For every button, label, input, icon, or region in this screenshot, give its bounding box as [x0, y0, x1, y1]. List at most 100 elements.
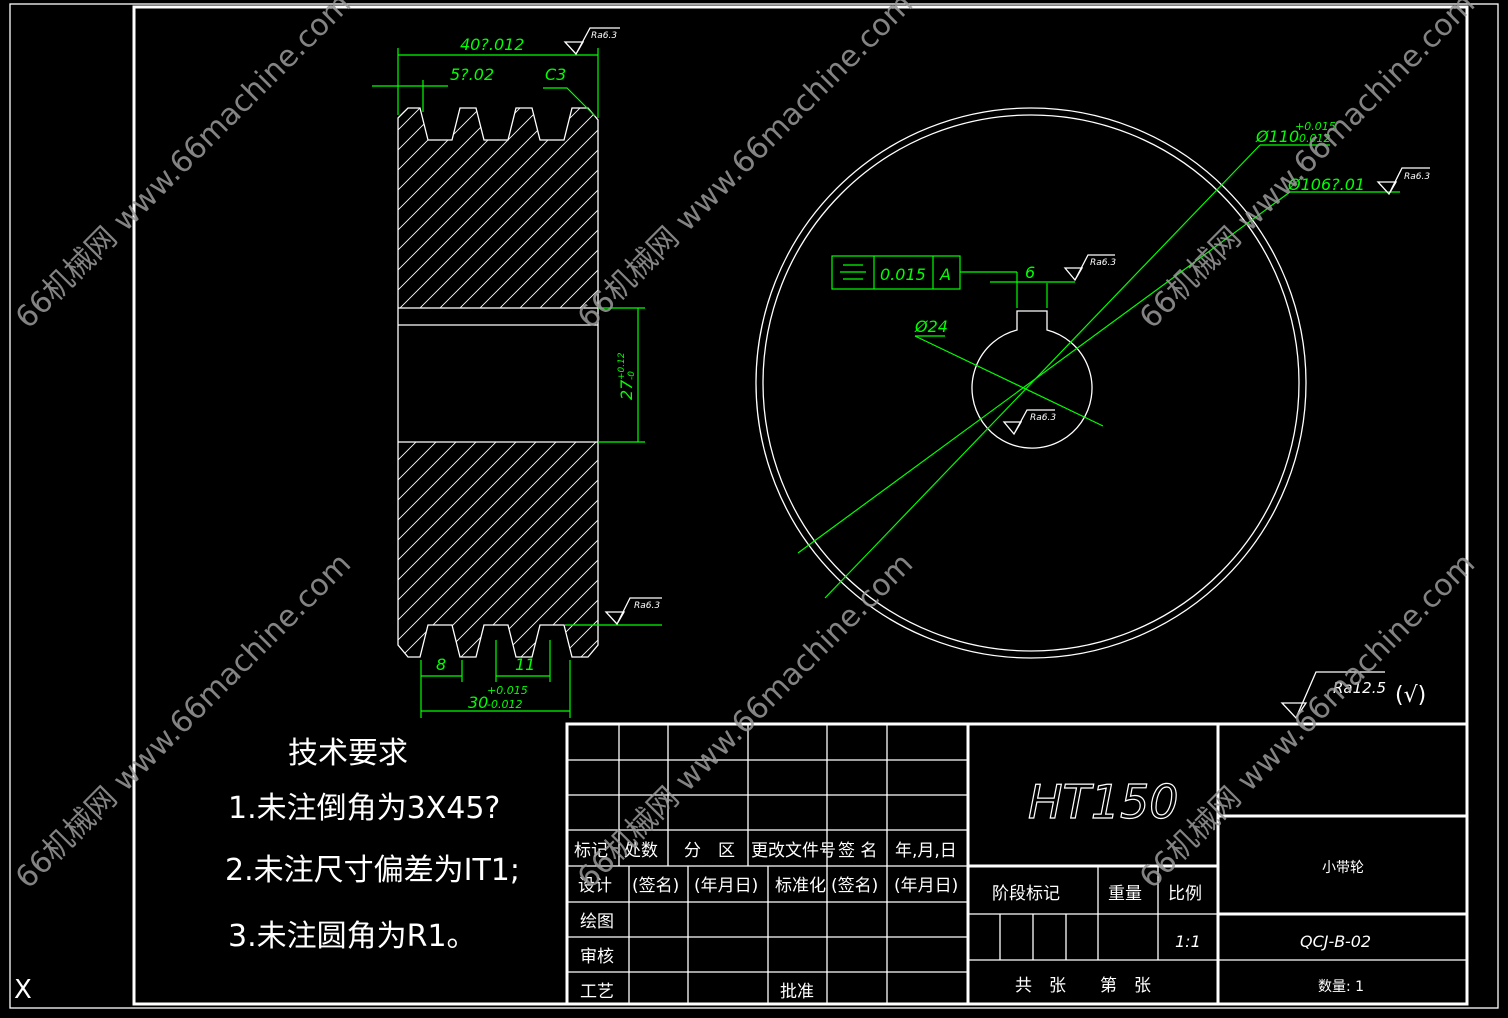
- hatch-line: [577, 442, 598, 657]
- hatch-line: [398, 442, 439, 657]
- dim-outer-dia: Ø110: [1255, 127, 1299, 146]
- hatch-line: [477, 108, 598, 308]
- hatch-line: [398, 108, 429, 308]
- tb-design: 设计: [578, 876, 612, 896]
- hatch-line: [138, 440, 358, 660]
- watermark: 66机械网 www.66machine.com: [571, 0, 920, 336]
- hatch-line: [437, 108, 598, 308]
- dim-groove-span-up: +0.015: [487, 684, 528, 697]
- dim-groove-span: 30: [468, 693, 488, 712]
- hatch-line: [457, 442, 598, 657]
- tb-std-date: (年月日): [894, 876, 958, 896]
- tb-process: 工艺: [580, 982, 614, 1002]
- roughness-top: Ra6.3: [591, 31, 617, 41]
- hatch-line: [398, 108, 529, 308]
- dim-groove-width: 11: [515, 655, 535, 674]
- tech-req-item: 1.未注倒角为3X45?: [228, 791, 500, 826]
- tech-req-item: 3.未注圆角为R1。: [228, 919, 477, 954]
- tb-header-zone: 分 区: [684, 841, 735, 861]
- tb-material: HT150: [1028, 775, 1179, 829]
- dim-bore-tol-low: -0: [627, 371, 637, 380]
- hatch-line: [698, 440, 918, 660]
- tb-scale-value: 1:1: [1175, 932, 1201, 951]
- tb-review: 审核: [580, 947, 614, 967]
- tb-quantity: 数量: 1: [1318, 979, 1364, 995]
- hatch-line: [398, 442, 519, 657]
- hatch-line: [398, 442, 419, 657]
- tb-draw: 绘图: [580, 912, 614, 932]
- hatch-line: [638, 100, 848, 310]
- pulley-section-view: [118, 100, 1118, 660]
- hatch-line: [778, 440, 998, 660]
- hatch-line: [517, 442, 598, 657]
- hatch-line: [398, 442, 499, 657]
- hatch-line: [898, 440, 1118, 660]
- roughness-key: Ra6.3: [1090, 258, 1116, 268]
- hatch-line: [678, 440, 898, 660]
- hatch-line: [618, 440, 838, 660]
- hatch-line: [878, 440, 1098, 660]
- tb-weight: 重量: [1108, 884, 1142, 904]
- hatch-line: [398, 442, 559, 657]
- hatch-line: [398, 108, 489, 308]
- tech-req-title: 技术要求: [288, 736, 408, 771]
- hatch-line: [398, 442, 539, 657]
- hatch-line: [398, 442, 598, 657]
- hatch-line: [698, 100, 908, 310]
- hatch-line: [398, 108, 469, 308]
- hatch-line: [497, 442, 598, 657]
- dim-tooth-offset: 5?.02: [450, 65, 494, 84]
- hatch-line: [398, 442, 598, 657]
- hatch-line: [517, 108, 598, 308]
- dim-inner-dia: Ø106?.01: [1287, 175, 1365, 194]
- hatch-line: [477, 442, 598, 657]
- dim-total-width: 40?.012: [460, 35, 524, 54]
- watermark: 66机械网 www.66machine.com: [1133, 546, 1482, 895]
- dim-bore-width: 27: [617, 379, 636, 400]
- hatch-line: [138, 100, 348, 310]
- hatch-line: [557, 108, 598, 308]
- tb-stage: 阶段标记: [992, 884, 1060, 904]
- hatch-line: [398, 108, 449, 308]
- tb-standardization: 标准化: [775, 876, 826, 896]
- hatch-line: [417, 108, 598, 308]
- dim-key-width: 6: [1025, 263, 1035, 282]
- ucs-x-label: X: [14, 975, 32, 1005]
- roughness-inner-dia: Ra6.3: [1404, 172, 1430, 182]
- tb-design-date: (年月日): [694, 876, 758, 896]
- tb-sheets: 共 张 第 张: [1015, 976, 1151, 996]
- hatch-line: [398, 108, 598, 308]
- tb-header-sign: 签 名: [838, 841, 877, 861]
- dim-groove-pitch: 8: [436, 655, 446, 674]
- roughness-bottom: Ra6.3: [634, 601, 660, 611]
- tb-scale: 比例: [1168, 884, 1202, 904]
- pulley-front-view: Ø110 +0.015 -0.012 Ø106?.01 Ra6.3 Ø24 6 …: [755, 107, 1430, 720]
- tolerance-frame: 0.015 A: [831, 255, 961, 290]
- outer-border: [9, 3, 1499, 1009]
- tb-drawing-number: QCJ-B-02: [1300, 932, 1371, 951]
- dim-outer-dia-up: +0.015: [1295, 120, 1336, 133]
- hatch-line: [457, 108, 598, 308]
- tb-header-mark: 标记: [574, 841, 608, 861]
- tb-part-name: 小带轮: [1322, 860, 1364, 876]
- tb-header-change-doc: 更改文件号: [751, 841, 836, 861]
- hatch-line: [398, 108, 589, 308]
- tb-header-date: 年,月,日: [895, 841, 957, 861]
- dim-outer-dia-low: -0.012: [1295, 132, 1330, 145]
- hatch-line: [537, 108, 598, 308]
- left-dimensions: 40?.012 5?.02 C3 Ra6.3 27 +0.12 -0 Ra6.3…: [372, 27, 662, 718]
- dim-bore-dia: Ø24: [914, 317, 948, 336]
- hatch-line: [398, 442, 579, 657]
- tb-approve: 批准: [780, 982, 814, 1002]
- roughness-bore: Ra6.3: [1030, 413, 1056, 423]
- hatch-line: [557, 442, 598, 657]
- hatch-line: [118, 440, 338, 660]
- tech-req-item: 2.未注尺寸偏差为IT1;: [225, 853, 520, 888]
- hatch-line: [398, 108, 569, 308]
- hatch-line: [497, 108, 598, 308]
- title-block: 标记 处数 分 区 更改文件号 签 名 年,月,日 设计 (签名) (年月日) …: [565, 722, 1469, 1006]
- hatch-line: [417, 442, 598, 657]
- watermark: 66机械网 www.66machine.com: [9, 546, 358, 895]
- general-roughness: Ra12.5: [1333, 679, 1386, 697]
